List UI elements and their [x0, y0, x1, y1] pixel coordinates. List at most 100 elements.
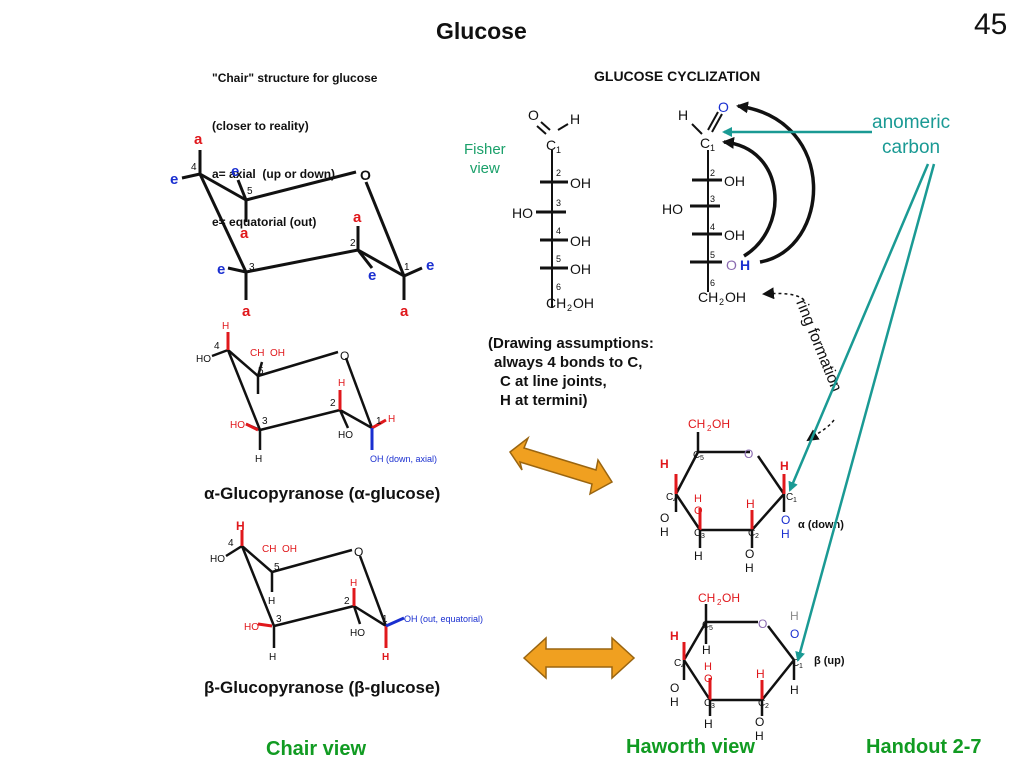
svg-text:4: 4	[214, 341, 220, 352]
beta-oh-note: OH (out, equatorial)	[404, 614, 483, 624]
svg-text:H: H	[694, 549, 703, 563]
svg-text:H: H	[670, 629, 679, 643]
chair-beta	[225, 544, 388, 648]
svg-text:H: H	[780, 459, 789, 473]
chair-note-line: e= equatorial (out)	[212, 215, 317, 229]
fisher-cyclize-arms	[690, 178, 722, 264]
fisher-label: Fisher view	[464, 140, 506, 178]
footer-handout: Handout 2-7	[866, 736, 982, 758]
svg-text:6: 6	[710, 278, 715, 288]
svg-text:6: 6	[556, 282, 561, 292]
svg-text:3: 3	[276, 614, 282, 625]
svg-text:5: 5	[710, 250, 715, 260]
svg-text:H: H	[756, 667, 765, 681]
svg-text:2: 2	[765, 703, 769, 710]
svg-text:e: e	[426, 257, 434, 274]
svg-text:H: H	[755, 729, 764, 743]
svg-text:2: 2	[707, 424, 712, 433]
svg-text:OH: OH	[570, 175, 591, 191]
svg-text:4: 4	[191, 162, 197, 173]
svg-text:H: H	[660, 525, 669, 539]
svg-text:2: 2	[717, 598, 722, 607]
svg-text:O: O	[755, 715, 764, 729]
svg-text:2: 2	[719, 297, 724, 307]
svg-text:H: H	[255, 454, 262, 465]
svg-text:C: C	[702, 620, 709, 631]
svg-text:OH: OH	[724, 173, 745, 189]
svg-text:C: C	[704, 698, 711, 709]
svg-text:HO: HO	[350, 628, 365, 639]
svg-text:O: O	[718, 99, 729, 115]
chair-note: "Chair" structure for glucose (closer to…	[212, 38, 377, 246]
chair-ae-labels: a e e a e a a e e a	[170, 131, 434, 320]
svg-text:CH: CH	[262, 544, 276, 555]
alpha-oh-note: OH (down, axial)	[370, 454, 437, 464]
svg-text:C: C	[693, 450, 700, 461]
svg-text:3: 3	[711, 703, 715, 710]
svg-text:2: 2	[344, 596, 350, 607]
chair-note-line: a= axial (up or down)	[212, 167, 336, 181]
assumptions-line: C at line joints,	[500, 373, 607, 390]
svg-text:OH: OH	[725, 289, 746, 305]
svg-text:5: 5	[247, 186, 253, 197]
svg-text:H: H	[790, 609, 799, 623]
svg-text:5: 5	[258, 366, 264, 377]
svg-text:5: 5	[556, 254, 561, 264]
svg-text:H: H	[382, 652, 389, 663]
svg-text:O: O	[744, 447, 753, 461]
fisher-open-arms	[536, 180, 568, 270]
svg-text:HO: HO	[244, 622, 259, 633]
svg-text:OH: OH	[270, 348, 285, 359]
svg-text:CH: CH	[250, 348, 264, 359]
svg-text:3: 3	[556, 198, 561, 208]
chair-note-line: (closer to reality)	[212, 119, 309, 133]
svg-text:C: C	[694, 528, 701, 539]
svg-text:O: O	[528, 107, 539, 123]
svg-text:H: H	[269, 652, 276, 663]
svg-text:C: C	[674, 658, 681, 669]
beta-caption: β-Glucopyranose (β-glucose)	[204, 678, 441, 697]
svg-text:HO: HO	[662, 201, 683, 217]
svg-text:2: 2	[567, 303, 572, 313]
svg-text:CH: CH	[546, 295, 566, 311]
assumptions-line: always 4 bonds to C,	[494, 354, 643, 371]
svg-text:4: 4	[228, 538, 234, 549]
svg-text:O: O	[354, 545, 363, 559]
double-arrow-beta	[522, 636, 636, 680]
svg-text:H: H	[790, 683, 799, 697]
svg-text:e: e	[368, 267, 376, 284]
svg-text:OH: OH	[722, 591, 740, 605]
svg-text:OH: OH	[712, 417, 730, 431]
svg-text:3: 3	[701, 533, 705, 540]
svg-text:HO: HO	[512, 205, 533, 221]
svg-text:H: H	[746, 497, 755, 511]
svg-text:1: 1	[793, 497, 797, 504]
svg-text:H: H	[781, 527, 790, 541]
svg-text:H: H	[745, 561, 754, 575]
svg-text:OH: OH	[570, 261, 591, 277]
chair-ae-numbers: 4 5 2 3 1 O	[191, 162, 410, 273]
haworth-alpha-red	[674, 474, 786, 530]
svg-text:H: H	[704, 661, 712, 673]
chair-beta-color-bonds	[240, 530, 405, 648]
svg-text:4: 4	[556, 226, 561, 236]
svg-text:HO: HO	[230, 420, 245, 431]
svg-text:H: H	[660, 457, 669, 471]
svg-text:1: 1	[382, 614, 388, 625]
svg-text:CH: CH	[688, 417, 705, 431]
ring-formation-arrow	[762, 287, 805, 301]
alpha-haworth-note: α (down)	[798, 519, 844, 531]
svg-text:2: 2	[755, 533, 759, 540]
svg-text:O: O	[726, 257, 737, 273]
anomeric-label-line: anomeric	[872, 112, 951, 133]
svg-text:O: O	[790, 627, 799, 641]
svg-text:O: O	[781, 513, 790, 527]
anomeric-label: anomeric carbon	[872, 110, 950, 160]
svg-text:4: 4	[673, 497, 677, 504]
fisher-open	[536, 121, 569, 308]
svg-text:O: O	[694, 505, 703, 517]
svg-text:C: C	[748, 528, 755, 539]
svg-text:1: 1	[556, 145, 561, 155]
